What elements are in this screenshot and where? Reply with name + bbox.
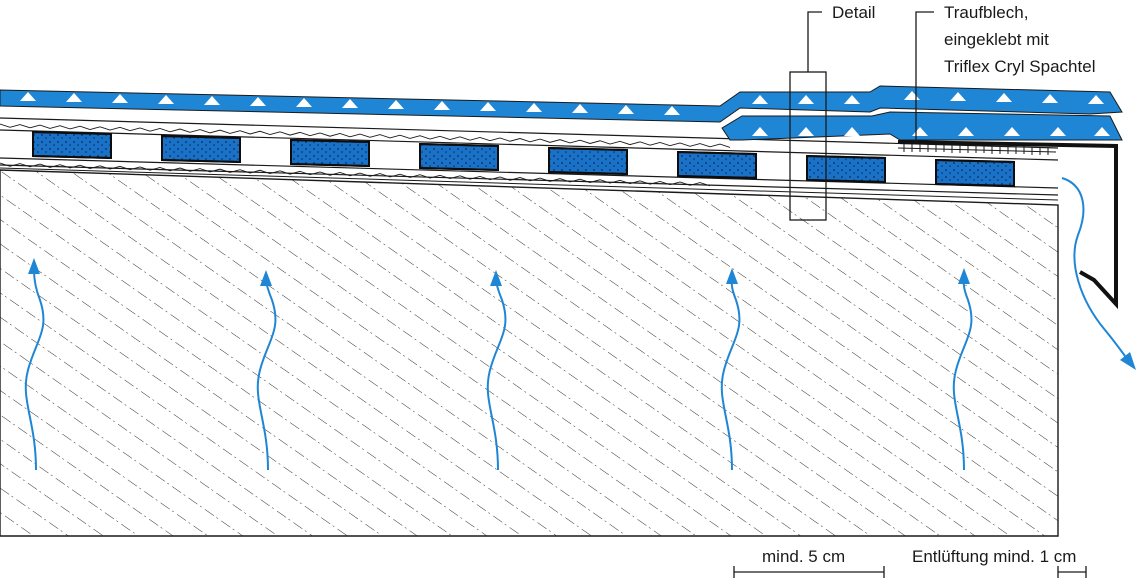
insulation-block [935, 158, 1015, 188]
insulation-block [548, 146, 628, 176]
vapor-arrows [24, 258, 973, 471]
fleece-layer-top [0, 123, 731, 148]
adhesive-ticks [903, 144, 1049, 155]
traufblech-leader [915, 11, 934, 142]
insulation-block [806, 154, 886, 184]
waterproofing-membrane [0, 85, 1123, 123]
insulation-block [290, 138, 370, 168]
adhesive-layer [897, 144, 1057, 155]
insulation-block [677, 150, 757, 180]
eave-flashing [897, 140, 1118, 310]
vapor-arrow-icon [24, 258, 45, 471]
dimension-mind-5cm [733, 566, 885, 578]
detail-marker [789, 11, 827, 221]
dimension-entlueftung-label: Entlüftung mind. 1 cm [912, 547, 1076, 566]
eave-reinforcement-membrane [721, 111, 1123, 141]
vapor-arrow-icon [720, 268, 741, 471]
detail-label: Detail [832, 3, 875, 22]
membrane-triangles [20, 91, 1104, 115]
drip-arrow-icon [1061, 177, 1136, 370]
vapor-arrow-icon [952, 268, 973, 471]
dimension-entlueftung [1057, 566, 1087, 578]
concrete-deck [0, 169, 1059, 537]
traufblech-label-line3: Triflex Cryl Spachtel [944, 57, 1095, 76]
insulation-block [32, 130, 112, 160]
vapor-arrow-icon [486, 270, 507, 471]
vapor-arrow-icon [256, 270, 277, 471]
traufblech-label-line2: eingeklebt mit [944, 30, 1049, 49]
insulation-block [419, 142, 499, 172]
layer-build-up [0, 117, 1059, 201]
traufblech-label-line1: Traufblech, [944, 3, 1028, 22]
insulation-block [161, 134, 241, 164]
dimension-mind-5cm-label: mind. 5 cm [762, 547, 845, 566]
